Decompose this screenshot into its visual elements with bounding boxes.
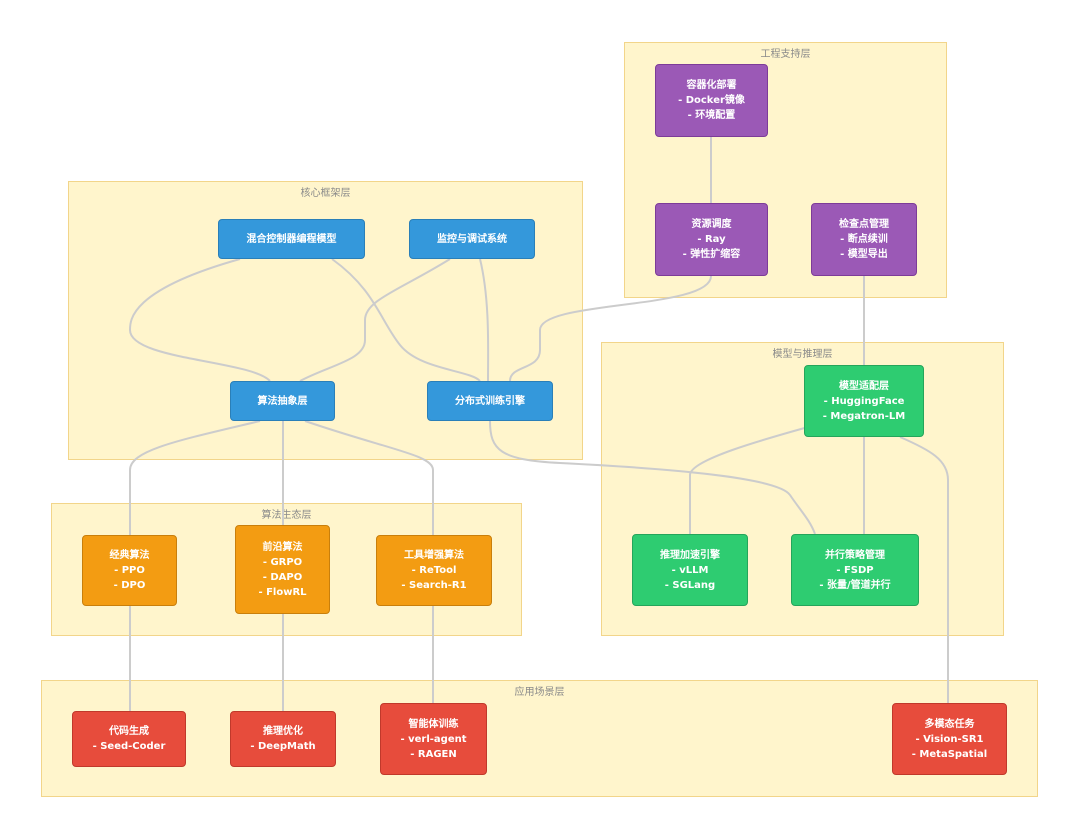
node-model-adapter-line1: - HuggingFace bbox=[823, 395, 905, 407]
layer-app-title: 应用场景层 bbox=[514, 687, 565, 698]
node-distributed-training-title: 分布式训练引擎 bbox=[455, 395, 525, 407]
node-code-generation-title: 代码生成 bbox=[109, 726, 149, 737]
node-inference-engine-line2: - SGLang bbox=[664, 579, 716, 591]
node-container-deploy-title: 容器化部署 bbox=[686, 80, 737, 91]
node-classic-algorithms-title: 经典算法 bbox=[109, 550, 150, 561]
node-resource-scheduling[interactable]: 资源调度 - Ray - 弹性扩缩容 bbox=[655, 203, 768, 276]
node-frontier-algorithms-line1: - GRPO bbox=[262, 556, 303, 568]
node-reasoning-optimization-title: 推理优化 bbox=[263, 726, 303, 737]
edge-monitor-abstraction bbox=[299, 258, 451, 382]
node-resource-scheduling-title: 资源调度 bbox=[691, 219, 732, 230]
node-resource-scheduling-line2: - 弹性扩缩容 bbox=[682, 249, 741, 260]
node-tool-augmented-line1: - ReTool bbox=[411, 565, 457, 576]
node-code-generation-line1: - Seed-Coder bbox=[92, 741, 166, 752]
node-tool-augmented[interactable]: 工具增强算法 - ReTool - Search-R1 bbox=[376, 535, 492, 606]
edge-hybrid-abstraction bbox=[128, 258, 271, 382]
node-parallel-strategy-line2: - 张量/管道并行 bbox=[819, 579, 891, 591]
node-checkpoint-management[interactable]: 检查点管理 - 断点续训 - 模型导出 bbox=[811, 203, 917, 276]
node-model-adapter[interactable]: 模型适配层 - HuggingFace - Megatron-LM bbox=[804, 365, 924, 437]
node-checkpoint-management-title: 检查点管理 bbox=[839, 219, 889, 230]
node-multimodal-tasks-line1: - Vision-SR1 bbox=[915, 733, 984, 745]
node-inference-engine-title: 推理加速引擎 bbox=[660, 549, 720, 561]
edge-resource-distributed bbox=[509, 275, 712, 382]
node-parallel-strategy-title: 并行策略管理 bbox=[825, 549, 885, 561]
node-parallel-strategy[interactable]: 并行策略管理 - FSDP - 张量/管道并行 bbox=[791, 534, 919, 606]
node-frontier-algorithms-title: 前沿算法 bbox=[262, 541, 303, 553]
node-tool-augmented-line2: - Search-R1 bbox=[401, 580, 467, 591]
node-monitor-debug[interactable]: 监控与调试系统 bbox=[409, 219, 535, 259]
node-classic-algorithms[interactable]: 经典算法 - PPO - DPO bbox=[82, 535, 177, 606]
node-distributed-training[interactable]: 分布式训练引擎 bbox=[427, 381, 553, 421]
node-checkpoint-management-line1: - 断点续训 bbox=[840, 234, 888, 245]
node-multimodal-tasks[interactable]: 多模态任务 - Vision-SR1 - MetaSpatial bbox=[892, 703, 1007, 775]
node-checkpoint-management-line2: - 模型导出 bbox=[840, 249, 888, 260]
node-hybrid-controller-title: 混合控制器编程模型 bbox=[246, 233, 337, 245]
node-inference-engine[interactable]: 推理加速引擎 - vLLM - SGLang bbox=[632, 534, 748, 606]
node-agent-training-title: 智能体训练 bbox=[408, 718, 459, 730]
layer-app: 应用场景层 bbox=[41, 680, 1038, 797]
node-container-deploy-line2: - 环境配置 bbox=[687, 110, 736, 121]
node-monitor-debug-title: 监控与调试系统 bbox=[437, 233, 507, 245]
node-model-adapter-line2: - Megatron-LM bbox=[822, 410, 906, 422]
node-model-adapter-title: 模型适配层 bbox=[839, 380, 889, 392]
node-frontier-algorithms-line3: - FlowRL bbox=[258, 586, 307, 598]
edge-hybrid-distributed bbox=[331, 258, 481, 382]
node-agent-training-line2: - RAGEN bbox=[410, 748, 457, 760]
edge-adapter-multimodal bbox=[899, 436, 949, 703]
node-agent-training-line1: - verl-agent bbox=[400, 733, 467, 745]
layer-algo-title: 算法生态层 bbox=[261, 510, 312, 521]
node-resource-scheduling-line1: - Ray bbox=[697, 234, 726, 245]
edge-abstraction-tool bbox=[304, 420, 434, 535]
edge-abstraction-classic bbox=[129, 420, 261, 535]
node-container-deploy-line1: - Docker镜像 bbox=[678, 95, 745, 106]
edge-distributed-parallel bbox=[489, 420, 816, 535]
node-reasoning-optimization[interactable]: 推理优化 - DeepMath bbox=[230, 711, 336, 767]
node-reasoning-optimization-line1: - DeepMath bbox=[250, 741, 316, 752]
node-inference-engine-line1: - vLLM bbox=[671, 564, 709, 576]
node-algorithm-abstraction-title: 算法抽象层 bbox=[257, 395, 308, 407]
node-algorithm-abstraction[interactable]: 算法抽象层 bbox=[230, 381, 335, 421]
edge-monitor-distributed bbox=[479, 258, 490, 382]
node-parallel-strategy-line1: - FSDP bbox=[836, 564, 874, 576]
node-multimodal-tasks-line2: - MetaSpatial bbox=[911, 748, 988, 760]
node-multimodal-tasks-title: 多模态任务 bbox=[924, 718, 975, 730]
node-container-deploy[interactable]: 容器化部署 - Docker镜像 - 环境配置 bbox=[655, 64, 768, 137]
node-tool-augmented-title: 工具增强算法 bbox=[404, 550, 464, 561]
layer-model-title: 模型与推理层 bbox=[772, 349, 833, 360]
node-classic-algorithms-line2: - DPO bbox=[113, 580, 146, 591]
node-hybrid-controller[interactable]: 混合控制器编程模型 bbox=[218, 219, 365, 259]
node-frontier-algorithms[interactable]: 前沿算法 - GRPO - DAPO - FlowRL bbox=[235, 525, 330, 614]
node-frontier-algorithms-line2: - DAPO bbox=[262, 571, 303, 583]
node-agent-training[interactable]: 智能体训练 - verl-agent - RAGEN bbox=[380, 703, 487, 775]
node-code-generation[interactable]: 代码生成 - Seed-Coder bbox=[72, 711, 186, 767]
layer-engineering-title: 工程支持层 bbox=[760, 49, 811, 60]
layer-core-title: 核心框架层 bbox=[300, 188, 351, 199]
edge-adapter-inference bbox=[689, 420, 831, 534]
node-classic-algorithms-line1: - PPO bbox=[114, 565, 145, 576]
